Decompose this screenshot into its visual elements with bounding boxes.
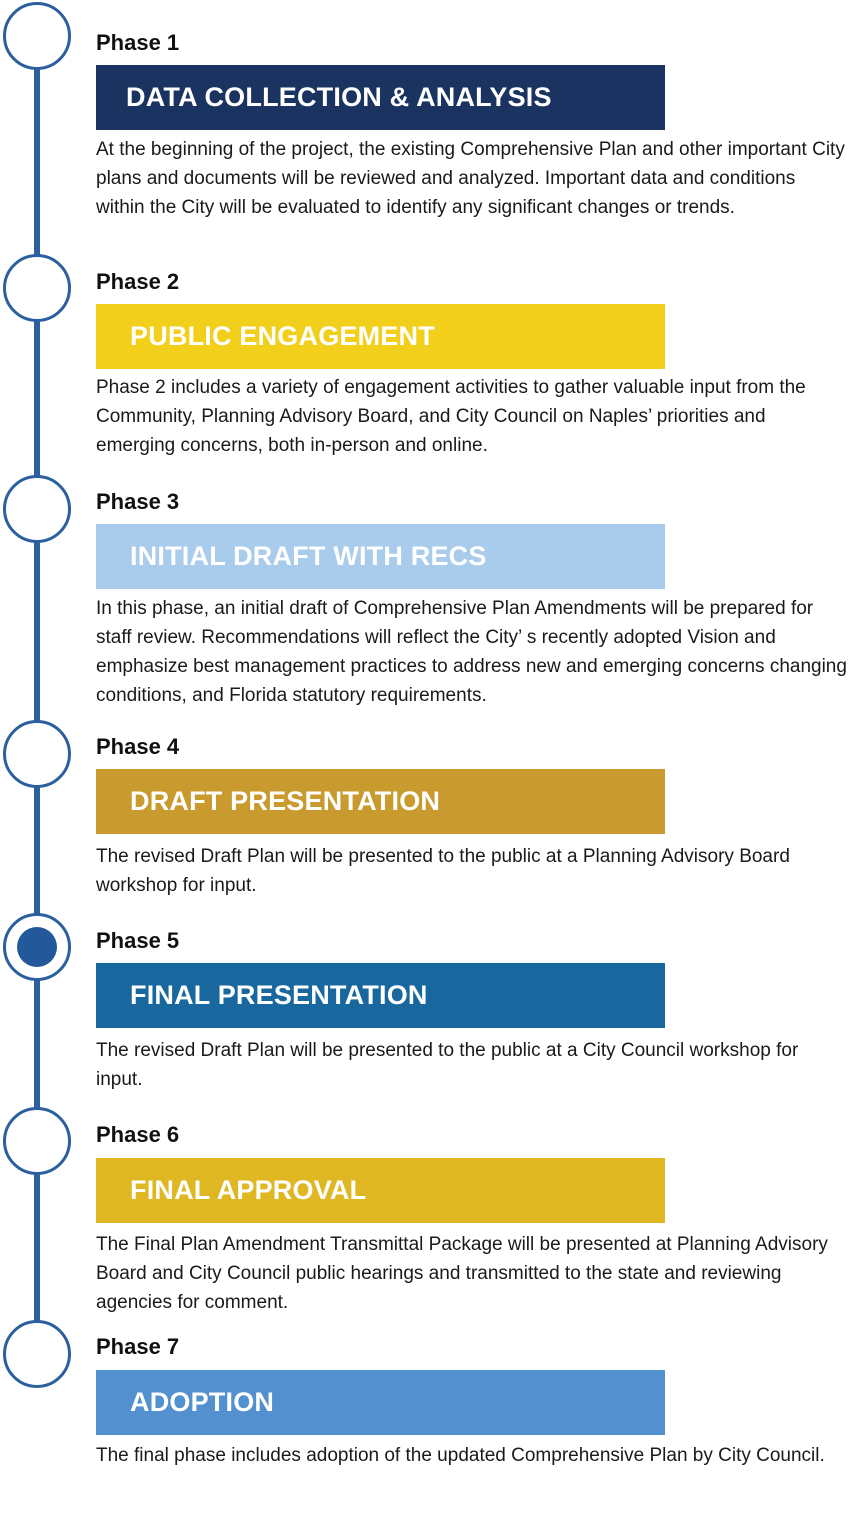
phase-2-node	[3, 254, 71, 322]
phase-7-title: ADOPTION	[130, 1387, 275, 1417]
phase-6-node	[3, 1107, 71, 1175]
phase-7-description: The final phase includes adoption of the…	[96, 1445, 825, 1466]
phase-7-node	[3, 1320, 71, 1388]
phase-6-description: The Final Plan Amendment Transmittal Pac…	[96, 1234, 828, 1313]
phase-2-title: PUBLIC ENGAGEMENT	[130, 321, 435, 351]
phase-4-banner: DRAFT PRESENTATION	[96, 769, 665, 834]
phase-3-description: In this phase, an initial draft of Compr…	[96, 598, 847, 706]
phase-5-title: FINAL PRESENTATION	[130, 980, 428, 1010]
phase-4-description: The revised Draft Plan will be presented…	[96, 846, 790, 896]
phase-7-label: Phase 7	[96, 1334, 180, 1359]
phase-6-title: FINAL APPROVAL	[130, 1175, 367, 1205]
phase-5-label: Phase 5	[96, 928, 180, 953]
phase-1-node	[3, 2, 71, 70]
phase-3-node	[3, 475, 71, 543]
phase-1-banner: DATA COLLECTION & ANALYSIS	[96, 65, 665, 130]
phase-4-label: Phase 4	[96, 734, 180, 759]
phase-1-title: DATA COLLECTION & ANALYSIS	[126, 82, 552, 112]
phase-1-label: Phase 1	[96, 30, 180, 55]
phase-5-node-active	[3, 913, 71, 981]
phase-3-label: Phase 3	[96, 489, 180, 514]
timeline-line	[34, 36, 40, 1358]
phase-2-label: Phase 2	[96, 269, 180, 294]
phase-5-description: The revised Draft Plan will be presented…	[96, 1040, 799, 1090]
phase-4-title: DRAFT PRESENTATION	[130, 786, 441, 816]
phase-7-banner: ADOPTION	[96, 1370, 665, 1435]
phase-6-label: Phase 6	[96, 1122, 180, 1147]
phase-5-banner: FINAL PRESENTATION	[96, 963, 665, 1028]
phase-4-node	[3, 720, 71, 788]
phase-1-description: At the beginning of the project, the exi…	[96, 139, 845, 218]
phase-3-title: INITIAL DRAFT WITH RECS	[130, 541, 487, 571]
phase-2-banner: PUBLIC ENGAGEMENT	[96, 304, 665, 369]
phase-3-banner: INITIAL DRAFT WITH RECS	[96, 524, 665, 589]
phase-6-banner: FINAL APPROVAL	[96, 1158, 665, 1223]
phase-2-description: Phase 2 includes a variety of engagement…	[96, 377, 806, 456]
